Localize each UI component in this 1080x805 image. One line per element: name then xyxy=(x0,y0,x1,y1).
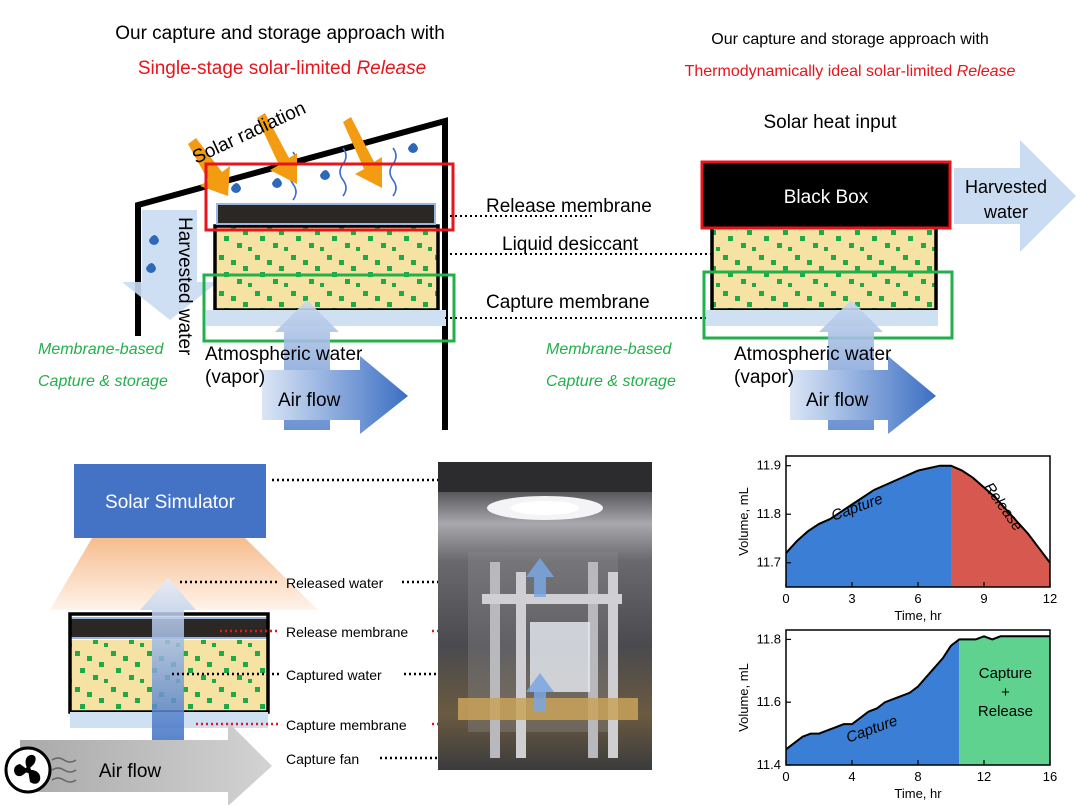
x-axis-label: Time, hr xyxy=(894,786,942,801)
harvested-water-arrow xyxy=(122,210,218,320)
region-1-fill xyxy=(959,636,1050,765)
photo-up-arrow-top xyxy=(526,558,554,597)
bottom-air-flow-arrow xyxy=(20,722,272,805)
solar-arrows xyxy=(188,113,382,196)
setup-photo-drawing xyxy=(438,462,652,758)
bottom-plate xyxy=(458,698,638,720)
harvested-water-label: Harvested water xyxy=(174,217,195,356)
liquid-desiccant-layer xyxy=(215,226,438,310)
right-membrane-based-label: Membrane-based xyxy=(546,341,673,358)
atmospheric-water-label: Atmospheric water xyxy=(205,344,363,365)
lamp-core xyxy=(511,501,579,515)
photo-up-arrow-bottom xyxy=(526,673,554,712)
top-right-subtitle: Thermodynamically ideal solar-limited Re… xyxy=(685,63,1016,80)
bottom-air-flow-label: Air flow xyxy=(99,761,162,782)
right-desiccant-layer xyxy=(712,226,936,310)
bottom-capture-membrane-label: Capture membrane xyxy=(286,717,407,733)
lamp-housing xyxy=(438,462,652,492)
region-label-capture-release-line: Release xyxy=(978,703,1033,720)
capture-membrane-center-label: Capture membrane xyxy=(486,292,650,313)
y-axis-label: Volume, mL xyxy=(736,663,751,732)
solar-glow xyxy=(50,538,318,610)
region-label-capture-release-line: + xyxy=(1001,684,1010,701)
liquid-desiccant-center-label: Liquid desiccant xyxy=(502,234,639,255)
y-tick-label: 11.8 xyxy=(757,506,781,521)
right-air-flow-label: Air flow xyxy=(806,390,869,411)
region-label-capture-release-line: Capture xyxy=(979,665,1032,682)
released-water-label: Released water xyxy=(286,575,384,591)
top-plate xyxy=(482,594,622,604)
solar-heat-input-label: Solar heat input xyxy=(763,112,897,133)
region-0-fill xyxy=(786,465,951,587)
x-tick-label: 4 xyxy=(848,769,855,784)
top-left-title: Our capture and storage approach with xyxy=(115,23,445,44)
y-tick-label: 11.7 xyxy=(757,555,781,570)
y-tick-label: 11.9 xyxy=(757,458,781,473)
bottom-vapor-arrow xyxy=(140,578,196,740)
region-0-fill xyxy=(786,639,960,765)
setup-photo xyxy=(438,462,652,770)
black-box-label: Black Box xyxy=(784,187,869,208)
capture-storage-label: Capture & storage xyxy=(38,373,168,390)
air-flow-arrow xyxy=(262,356,408,434)
x-tick-label: 16 xyxy=(1043,769,1057,784)
region-1-fill xyxy=(951,465,1050,587)
x-tick-label: 12 xyxy=(1043,591,1057,606)
right-harvested-water-arrow xyxy=(954,140,1076,252)
top-left-subtitle: Single-stage solar-limited Release xyxy=(138,58,426,79)
x-axis-label: Time, hr xyxy=(894,608,942,623)
right-harvested-label-line1: Harvested xyxy=(965,177,1047,197)
release-membrane-center-label: Release membrane xyxy=(486,196,652,217)
right-atmospheric-water-label: Atmospheric water xyxy=(734,344,892,365)
rod-1 xyxy=(490,562,500,758)
x-tick-label: 3 xyxy=(848,591,855,606)
captured-water-label: Captured water xyxy=(286,667,382,683)
fan-icon xyxy=(4,746,77,794)
rod-3 xyxy=(588,562,598,758)
air-flow-label: Air flow xyxy=(278,390,341,411)
top-right-title: Our capture and storage approach with xyxy=(711,31,989,48)
solar-simulator-label: Solar Simulator xyxy=(105,492,236,513)
membrane-based-label: Membrane-based xyxy=(38,341,165,358)
right-harvested-label-line2: water xyxy=(983,202,1028,222)
x-tick-label: 12 xyxy=(977,769,991,784)
x-tick-label: 9 xyxy=(980,591,987,606)
y-tick-label: 11.6 xyxy=(757,694,781,709)
x-tick-label: 6 xyxy=(914,591,921,606)
right-vapor-label: (vapor) xyxy=(734,367,794,388)
y-tick-label: 11.8 xyxy=(757,631,781,646)
x-tick-label: 0 xyxy=(782,591,789,606)
y-axis-label: Volume, mL xyxy=(736,487,751,556)
solar-simulator-box xyxy=(74,464,266,538)
x-tick-label: 0 xyxy=(782,769,789,784)
bottom-release-membrane-label: Release membrane xyxy=(286,624,408,640)
release-highlight-box xyxy=(204,162,455,232)
series-line xyxy=(785,464,1051,564)
y-tick-label: 11.4 xyxy=(757,757,781,772)
capture-fan-label: Capture fan xyxy=(286,751,359,767)
water-droplets xyxy=(146,143,418,273)
vapor-label: (vapor) xyxy=(205,367,265,388)
black-box xyxy=(700,160,952,230)
rod-4 xyxy=(608,572,618,758)
right-air-flow-arrow xyxy=(790,356,936,434)
capture-membrane-layer xyxy=(206,310,446,326)
x-tick-label: 8 xyxy=(914,769,921,784)
right-capture-storage-label: Capture & storage xyxy=(546,373,676,390)
right-capture-membrane-layer xyxy=(706,310,938,326)
rod-2 xyxy=(516,572,526,758)
release-membrane-layer xyxy=(216,203,436,225)
series-line xyxy=(785,635,1050,751)
